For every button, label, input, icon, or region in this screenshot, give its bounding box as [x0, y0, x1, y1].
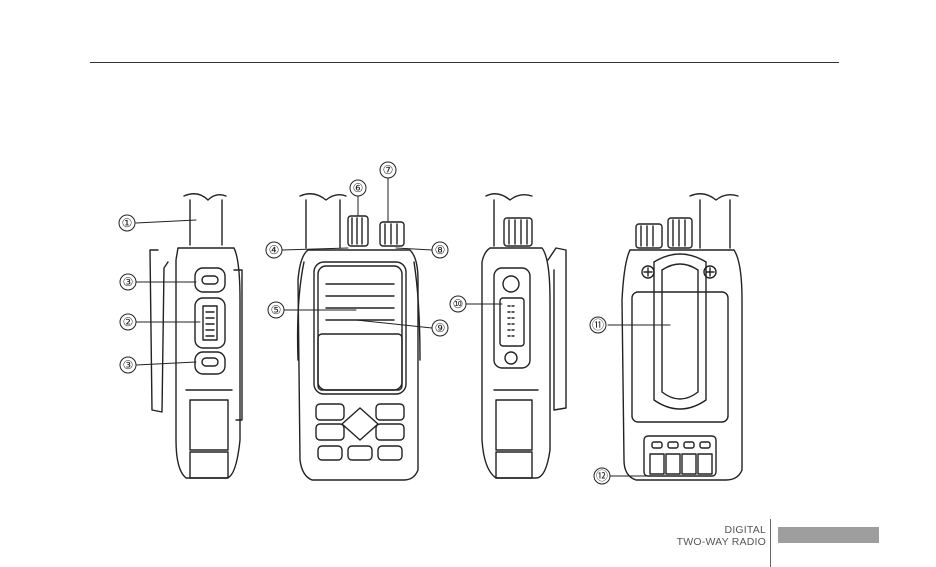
callout-label-11: ⑪: [592, 318, 604, 332]
footer-product-name: DIGITAL TWO-WAY RADIO: [677, 524, 766, 548]
callout-label-8: ⑧: [435, 243, 446, 257]
callout-label-7: ⑦: [383, 163, 394, 177]
callout-label-10: ⑩: [453, 297, 464, 311]
footer-line-2: TWO-WAY RADIO: [677, 536, 766, 548]
footer-line-1: DIGITAL: [677, 524, 766, 536]
callout-label-6: ⑥: [353, 181, 364, 195]
radio-front-view: [298, 194, 420, 480]
callout-label-1: ①: [122, 216, 133, 230]
callout-label-3a: ③: [123, 275, 134, 289]
footer-page-bar: [778, 527, 879, 543]
callout-label-2: ②: [123, 315, 134, 329]
callout-label-9: ⑨: [435, 321, 446, 335]
footer-divider: [770, 519, 771, 567]
callout-label-4: ④: [269, 243, 280, 257]
callout-label-3b: ③: [123, 358, 134, 372]
radio-back-view: [622, 194, 742, 480]
callout-label-12: ⑫: [596, 469, 608, 483]
radio-side-view-right: [482, 194, 566, 478]
radio-side-view-left: [150, 194, 242, 478]
callout-label-5: ⑤: [271, 303, 282, 317]
